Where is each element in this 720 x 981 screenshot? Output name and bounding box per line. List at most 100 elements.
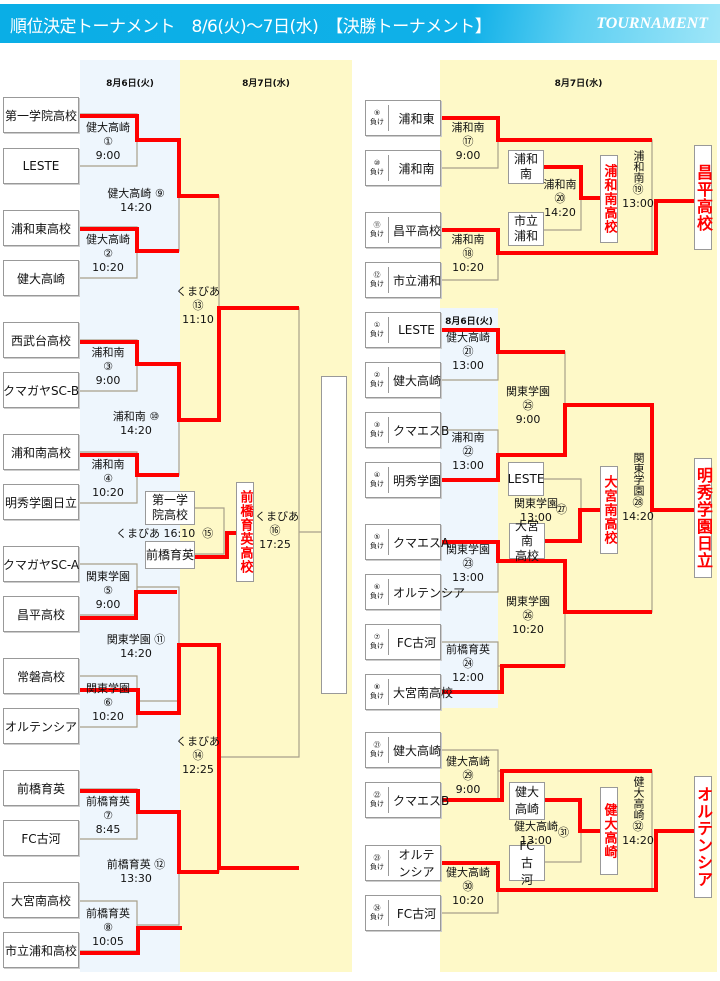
team-box[interactable]: 健大高崎 [3, 260, 79, 296]
match-number: ⑭ [192, 749, 204, 762]
match-number: ⑱ [462, 247, 474, 260]
winner-path [441, 664, 565, 694]
venue: くまびあ [255, 510, 299, 523]
winner-path [79, 926, 182, 955]
time: 14:20 [544, 206, 576, 219]
team-box[interactable]: 市立浦和高校 [3, 932, 79, 968]
source-match: ⑦ [373, 633, 381, 641]
winner-label: 前橋育英 [86, 795, 130, 808]
winner-label: 前橋育英 [86, 907, 130, 920]
source-match: ㉒ [373, 791, 381, 799]
team-box[interactable]: クマガヤSC-B [3, 372, 79, 408]
source-match: ③ [373, 421, 381, 429]
team-name: オルテンシア [398, 848, 435, 879]
day1-column-right [440, 308, 498, 708]
team-box[interactable]: 昌平高校 [3, 596, 79, 632]
team-box[interactable]: 浦和東高校 [3, 210, 79, 246]
match-number: ⑥ [103, 696, 113, 709]
team-box[interactable]: FC古河 [3, 820, 79, 856]
source-match: ㉓ [373, 854, 381, 862]
winner-path [79, 227, 179, 253]
team-name: 市立浦和 [393, 273, 442, 288]
winner-path [441, 199, 694, 255]
winner-label: 関東学園 [506, 595, 550, 608]
team-box[interactable]: 明秀学園日立 [3, 484, 79, 520]
winner-label: 関東学園 [86, 682, 130, 695]
winner-path [545, 798, 600, 833]
team-box[interactable]: 前橋育英 [3, 770, 79, 806]
venue: 関東学園 [632, 452, 645, 496]
winner-label: 健大高崎 [86, 121, 130, 134]
third-place-team-b[interactable]: 前橋育英 [145, 541, 195, 569]
source-match: ⑧ [373, 683, 381, 691]
consolation-team-b-top[interactable]: 市立浦和 [508, 212, 544, 246]
match-number: ⑳ [554, 192, 566, 205]
consolation-team-b-bottom[interactable]: FC古河 [509, 839, 545, 887]
loser-label: 負け [370, 330, 384, 338]
team-box[interactable]: 常磐高校 [3, 658, 79, 694]
team-box[interactable]: 浦和南高校 [3, 434, 79, 470]
consolation-match-number-mid: ㉗ [556, 503, 567, 516]
time: 14:20 [120, 647, 152, 660]
consolation-team-a-bottom[interactable]: 健大高崎 [509, 782, 545, 820]
consolation-team-a-top[interactable]: 浦和南 [508, 150, 544, 184]
time: 10:20 [452, 261, 484, 274]
day2-label-right: 8月7日(水) [554, 79, 603, 89]
loser-label: 負け [370, 168, 384, 176]
team-box[interactable]: 西武台高校 [3, 322, 79, 358]
winner-label: くまびあ [176, 285, 220, 298]
time: 17:25 [259, 538, 291, 551]
source-match: ② [373, 371, 381, 379]
third-place-team-a[interactable]: 第一学院高校 [145, 491, 195, 525]
team-box[interactable]: 大宮南高校 [3, 882, 79, 918]
time: 12:00 [452, 671, 484, 684]
match-number: ④ [103, 472, 113, 485]
consolation-team-b-mid[interactable]: 大宮南 高校 [509, 519, 545, 563]
team-box[interactable]: LESTE [3, 148, 79, 184]
winner-label: 浦和南 [451, 431, 485, 444]
time: 10:20 [452, 894, 484, 907]
team-box[interactable]: オルテンシア [3, 708, 79, 744]
team-box[interactable]: クマガヤSC-A [3, 546, 79, 582]
team-box[interactable]: 第一学院高校 [3, 97, 79, 133]
venue: くまびあ [116, 527, 160, 540]
bracket-line [79, 451, 138, 504]
time: 13:30 [120, 872, 152, 885]
match-number: ⑤ [103, 584, 113, 597]
day1-label-left: 8月6日(火) [106, 79, 154, 89]
consolation-team-a-mid[interactable]: LESTE [508, 462, 544, 496]
winner-path [441, 403, 694, 512]
match-number: ⑬ [192, 299, 204, 312]
team-name: クマエスA [393, 535, 450, 550]
winner-path [79, 590, 177, 620]
winner-path [441, 769, 652, 802]
